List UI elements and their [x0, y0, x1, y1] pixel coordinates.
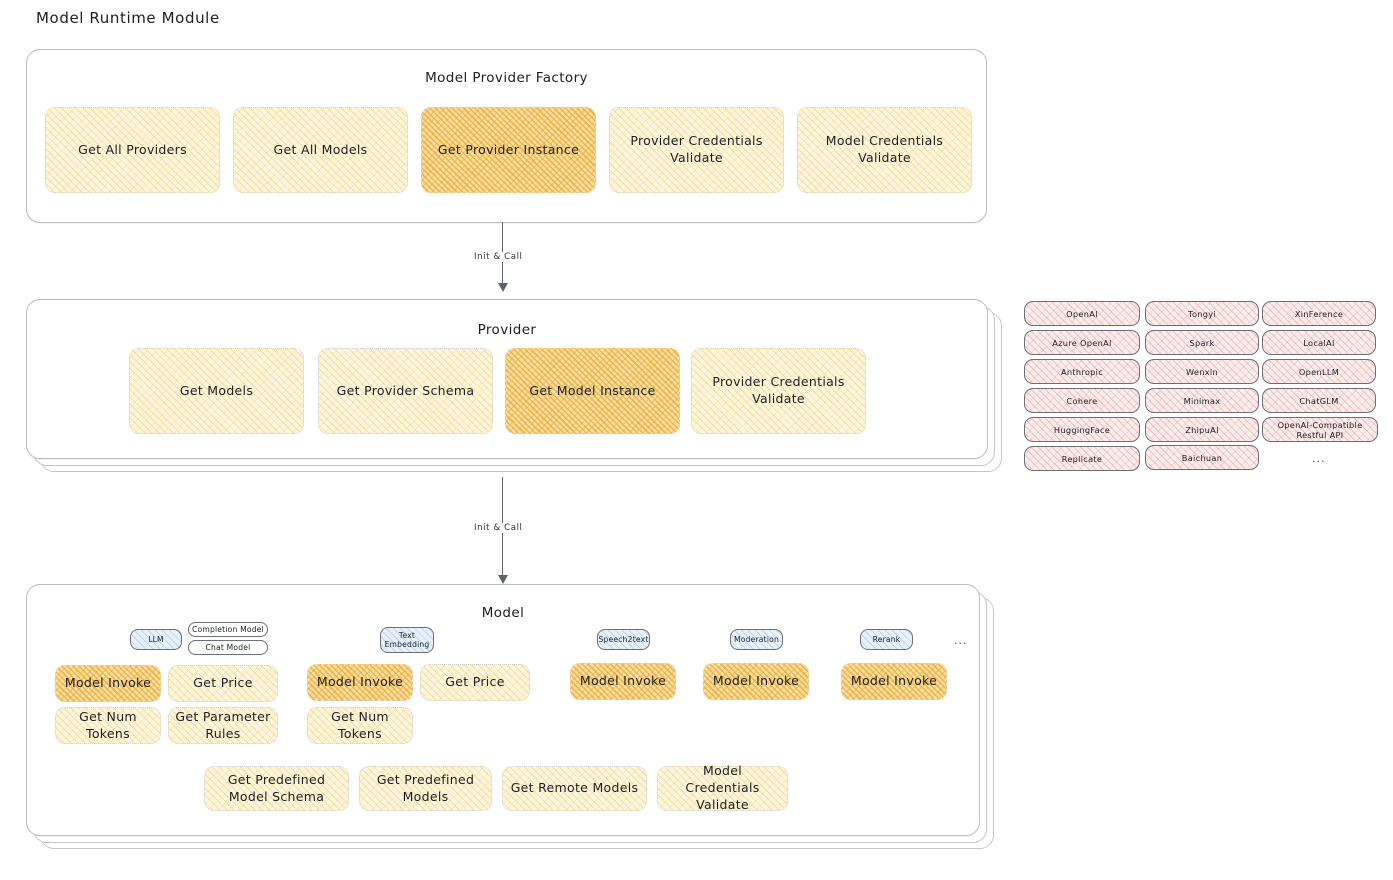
text-embedding-box-get-num-tokens[interactable]: Get Num Tokens — [307, 707, 413, 744]
provider-pill-wenxin[interactable]: Wenxin — [1145, 359, 1259, 384]
model-type-chip-moderation[interactable]: Moderation — [730, 629, 783, 650]
model-types-more: ... — [954, 634, 968, 647]
page-title: Model Runtime Module — [36, 9, 220, 27]
provider-box-get-model-instance[interactable]: Get Model Instance — [505, 348, 680, 434]
llm-box-get-num-tokens[interactable]: Get Num Tokens — [55, 707, 161, 744]
provider-pill-spark[interactable]: Spark — [1145, 330, 1259, 355]
text-embedding-box-get-price[interactable]: Get Price — [420, 664, 530, 701]
llm-box-get-parameter-rules[interactable]: Get Parameter Rules — [168, 707, 278, 744]
provider-pill-chatglm[interactable]: ChatGLM — [1262, 388, 1376, 413]
provider-pill-tongyi[interactable]: Tongyi — [1145, 301, 1259, 326]
moderation-box-model-invoke[interactable]: Model Invoke — [703, 663, 809, 700]
factory-box-provider-credentials-validate[interactable]: Provider Credentials Validate — [609, 107, 784, 193]
arrow-provider-to-model-head — [498, 575, 508, 584]
arrow-provider-to-model-label: Init & Call — [470, 523, 527, 533]
provider-pill-zhipuai[interactable]: ZhipuAI — [1145, 417, 1259, 442]
model-box-get-remote-models[interactable]: Get Remote Models — [502, 766, 647, 811]
factory-box-get-all-models[interactable]: Get All Models — [233, 107, 408, 193]
llm-box-model-invoke[interactable]: Model Invoke — [55, 665, 161, 702]
provider-title: Provider — [477, 322, 537, 338]
provider-pill-replicate[interactable]: Replicate — [1024, 446, 1140, 471]
model-box-get-predefined-models[interactable]: Get Predefined Models — [359, 766, 492, 811]
model-type-chip-text-embedding[interactable]: Text Embedding — [380, 627, 434, 653]
model-type-chip-rerank[interactable]: Rerank — [860, 629, 913, 650]
model-title: Model — [481, 605, 525, 621]
provider-pill-huggingface[interactable]: HuggingFace — [1024, 417, 1140, 442]
provider-pill-openai[interactable]: OpenAI — [1024, 301, 1140, 326]
provider-pill-anthropic[interactable]: Anthropic — [1024, 359, 1140, 384]
model-type-chip-speech2text[interactable]: Speech2text — [597, 629, 650, 650]
provider-pill-minimax[interactable]: Minimax — [1145, 388, 1259, 413]
provider-pill-openllm[interactable]: OpenLLM — [1262, 359, 1376, 384]
provider-pill-openai-compatible-restful-api[interactable]: OpenAI-Compatible Restful API — [1262, 417, 1378, 442]
provider-container: Provider Get Models Get Provider Schema … — [26, 299, 988, 459]
arrow-factory-to-provider-label: Init & Call — [470, 252, 527, 262]
factory-box-get-all-providers[interactable]: Get All Providers — [45, 107, 220, 193]
arrow-factory-to-provider-head — [498, 283, 508, 292]
model-subchip-completion-model[interactable]: Completion Model — [188, 622, 268, 637]
model-provider-factory-container: Model Provider Factory Get All Providers… — [26, 49, 987, 223]
provider-box-get-models[interactable]: Get Models — [129, 348, 304, 434]
rerank-box-model-invoke[interactable]: Model Invoke — [841, 663, 947, 700]
provider-pill-xinference[interactable]: XinFerence — [1262, 301, 1376, 326]
model-type-chip-llm[interactable]: LLM — [130, 629, 182, 650]
factory-box-get-provider-instance[interactable]: Get Provider Instance — [421, 107, 596, 193]
model-subchip-chat-model[interactable]: Chat Model — [188, 640, 268, 655]
model-box-model-credentials-validate[interactable]: Model Credentials Validate — [657, 763, 788, 812]
provider-box-get-provider-schema[interactable]: Get Provider Schema — [318, 348, 493, 434]
provider-box-provider-credentials-validate[interactable]: Provider Credentials Validate — [691, 348, 866, 434]
model-box-get-predefined-model-schema[interactable]: Get Predefined Model Schema — [204, 766, 349, 811]
factory-box-model-credentials-validate[interactable]: Model Credentials Validate — [797, 107, 972, 193]
provider-pill-cohere[interactable]: Cohere — [1024, 388, 1140, 413]
llm-box-get-price[interactable]: Get Price — [168, 665, 278, 702]
speech2text-box-model-invoke[interactable]: Model Invoke — [570, 663, 676, 700]
provider-list-more: ... — [1312, 452, 1326, 465]
model-provider-factory-title: Model Provider Factory — [425, 70, 588, 86]
provider-pill-baichuan[interactable]: Baichuan — [1145, 445, 1259, 470]
provider-pill-azure-openai[interactable]: Azure OpenAI — [1024, 330, 1140, 355]
text-embedding-box-model-invoke[interactable]: Model Invoke — [307, 664, 413, 701]
provider-pill-localai[interactable]: LocalAI — [1262, 330, 1376, 355]
model-container: Model LLM Completion Model Chat Model Mo… — [26, 584, 980, 836]
